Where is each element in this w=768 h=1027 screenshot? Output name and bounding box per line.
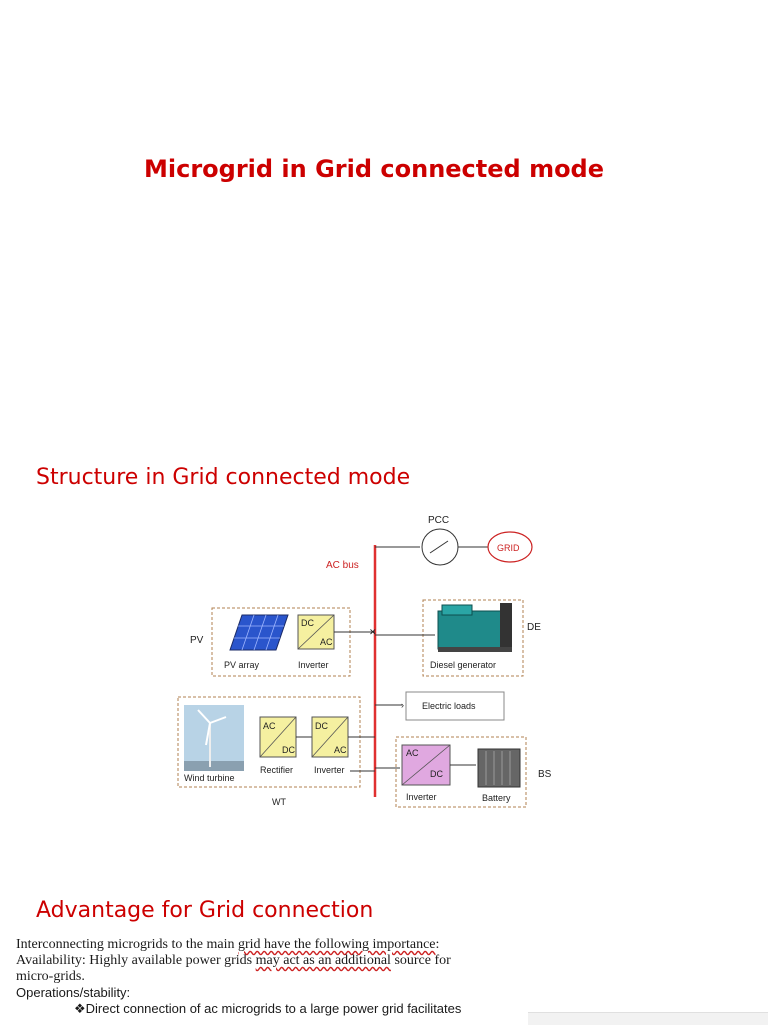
electric-loads-label: Electric loads	[422, 701, 476, 711]
pv-group-box	[211, 607, 351, 677]
battery-label: Battery	[482, 793, 511, 803]
wt-inverter-ac: AC	[334, 745, 347, 755]
pcc-label: PCC	[428, 515, 449, 526]
text-line-5: ❖Direct connection of ac microgrids to a…	[74, 1001, 462, 1016]
pv-label: PV	[190, 635, 204, 646]
electric-loads-box	[405, 691, 505, 721]
text-line-4: Operations/stability:	[16, 985, 131, 1000]
ac-bus-label: AC bus	[326, 560, 359, 571]
diesel-generator-icon	[437, 603, 512, 652]
bs-inverter-label: Inverter	[406, 792, 437, 802]
bs-group-box	[395, 736, 527, 808]
bs-inverter-ac: AC	[406, 748, 419, 758]
text-line-3: micro-grids.	[16, 969, 85, 984]
wt-inverter-dc: DC	[315, 721, 328, 731]
pv-inverter-ac: AC	[320, 637, 333, 647]
battery-icon	[477, 748, 521, 788]
de-label: DE	[527, 622, 541, 633]
rectifier-dc: DC	[282, 745, 295, 755]
pv-array-label: PV array	[224, 660, 260, 670]
page-title: Microgrid in Grid connected mode	[143, 155, 605, 183]
pv-array-icon	[229, 614, 289, 651]
section-heading-advantage: Advantage for Grid connection	[36, 898, 374, 923]
grid-label: GRID	[497, 543, 520, 553]
grid-node	[487, 531, 533, 563]
pcc-switch-icon	[421, 528, 459, 566]
pv-inverter-label: Inverter	[298, 660, 329, 670]
text-line-1: Interconnecting microgrids to the main g…	[16, 937, 440, 952]
wt-label: WT	[272, 797, 286, 807]
wind-turbine-icon	[184, 705, 244, 771]
svg-text:✕: ✕	[369, 627, 377, 637]
wt-inverter-label: Inverter	[314, 765, 345, 775]
microgrid-diagram: AC bus PCC GRID PV PV array DC AC Invert…	[177, 515, 552, 808]
svg-text:›: ›	[401, 700, 404, 710]
section-heading-structure: Structure in Grid connected mode	[36, 465, 411, 490]
bs-label: BS	[538, 769, 552, 780]
pv-inverter-dc: DC	[301, 618, 314, 628]
rectifier-label: Rectifier	[260, 765, 293, 775]
rectifier-ac: AC	[263, 721, 276, 731]
adjacent-page-thumbnail	[528, 1012, 768, 1025]
wind-turbine-label: Wind turbine	[184, 773, 235, 783]
diesel-generator-label: Diesel generator	[430, 660, 496, 670]
wt-group-box	[177, 696, 361, 788]
bs-inverter-dc: DC	[430, 769, 443, 779]
text-line-2: Availability: Highly available power gri…	[16, 953, 451, 968]
de-group-box	[422, 599, 524, 677]
scanned-text-block: Interconnecting microgrids to the main g…	[16, 937, 516, 1027]
